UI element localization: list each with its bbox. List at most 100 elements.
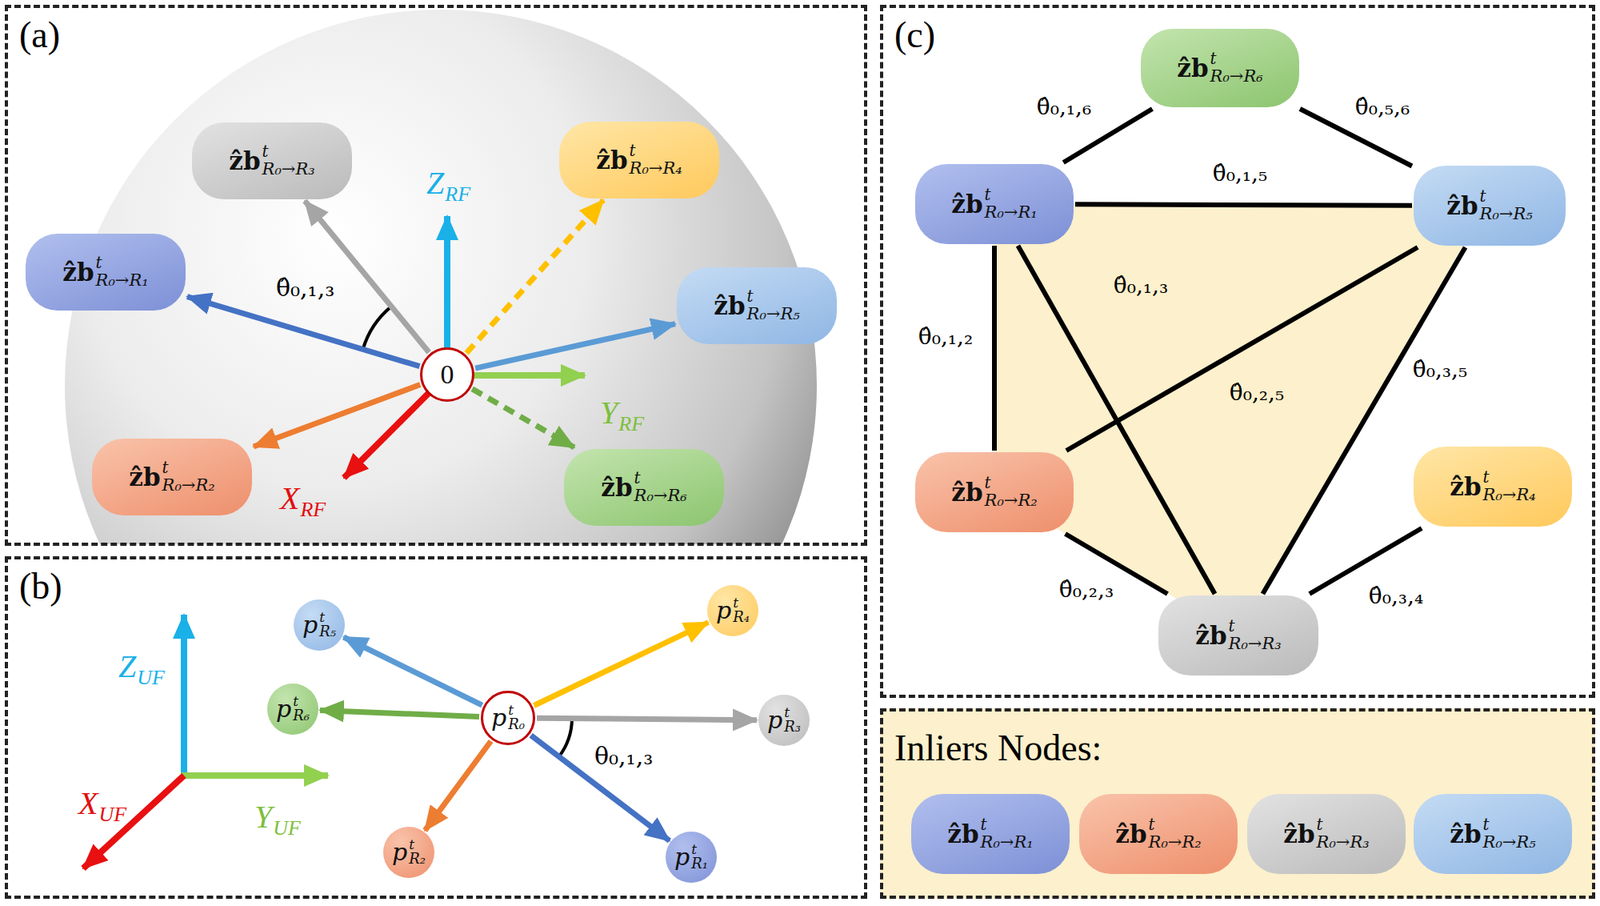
symbol: p <box>716 596 732 624</box>
vector-box: ẑbtR₀→R₂ <box>92 438 252 516</box>
symbol: p <box>767 705 783 734</box>
math-label: ptR₃ <box>767 705 801 736</box>
symbol: ẑb <box>1176 53 1208 83</box>
angle-arc <box>559 718 572 756</box>
direction-arrow <box>472 388 575 448</box>
subscript: R₁ <box>691 856 708 872</box>
math-label: ptR₄ <box>716 596 750 626</box>
edge-label: θ̂₀,₁,₃ <box>1113 272 1168 299</box>
math-label: ẑbtR₀→R₁ <box>62 254 148 289</box>
script-stack: tR₀→R₅ <box>1480 188 1533 223</box>
axis-subscript: UF <box>272 816 301 840</box>
script-stack: tR₄ <box>732 596 750 626</box>
superscript: t <box>784 705 790 720</box>
direction-arrow <box>533 622 708 706</box>
script-stack: tR₀→R₄ <box>629 142 683 177</box>
script-stack: tR₀→R₂ <box>984 474 1038 509</box>
superscript: t <box>96 254 103 272</box>
vector-box: ẑbtR₀→R₃ <box>192 122 352 200</box>
edge-label: θ̂₀,₁,₆ <box>1036 94 1092 120</box>
vector-box: ẑbtR₀→R₂ <box>915 452 1074 532</box>
subscript: R₀→R₂ <box>162 476 216 494</box>
subscript: R₀→R₅ <box>1480 204 1533 223</box>
point-circle: ptR₆ <box>267 683 319 735</box>
subscript: R₀→R₁ <box>96 271 149 289</box>
subscript: R₄ <box>732 609 750 625</box>
superscript: t <box>292 694 299 709</box>
subscript: R₂ <box>408 851 426 867</box>
subscript: R₀→R₆ <box>1210 67 1264 85</box>
vector-box: ẑbtR₀→R₄ <box>559 121 720 199</box>
superscript: t <box>634 469 641 487</box>
script-stack: tR₀→R₆ <box>1210 50 1264 85</box>
script-stack: tR₆ <box>292 694 310 724</box>
z-axis <box>180 614 188 776</box>
math-label: ẑbtR₀→R₅ <box>1449 816 1536 851</box>
script-stack: tR₂ <box>408 837 426 868</box>
script-stack: tR₀→R₅ <box>1483 816 1536 851</box>
math-label: ẑbtR₀→R₂ <box>128 459 215 494</box>
axis-subscript: UF <box>98 802 127 827</box>
axis-subscript: RF <box>300 497 326 522</box>
symbol: ẑb <box>128 462 160 492</box>
math-label: ẑbtR₀→R₄ <box>596 142 682 177</box>
math-label: ptR₆ <box>276 694 310 724</box>
script-stack: tR₀→R₃ <box>1316 816 1370 851</box>
math-label: ptR₅ <box>302 610 336 640</box>
subscript: R₆ <box>292 708 310 724</box>
axis-label: Y <box>600 394 618 432</box>
symbol: ẑb <box>951 189 983 219</box>
direction-arrow <box>466 200 604 353</box>
subscript: R₀→R₄ <box>1483 485 1536 504</box>
math-label: ẑbtR₀→R₂ <box>951 474 1037 509</box>
inlier-region <box>994 204 1487 635</box>
symbol: ẑb <box>947 819 979 848</box>
symbol: ẑb <box>1449 819 1481 848</box>
symbol: ẑb <box>596 145 628 175</box>
math-label: ptR₁ <box>674 842 708 872</box>
vector-box: ẑbtR₀→R₆ <box>564 448 724 526</box>
symbol: p <box>276 694 292 723</box>
superscript: t <box>1483 816 1490 833</box>
script-stack: tR₀→R₆ <box>634 469 688 504</box>
superscript: t <box>408 837 415 852</box>
edge-label: θ̂₀,₅,₆ <box>1355 94 1410 120</box>
script-stack: tR₀→R₅ <box>747 288 800 323</box>
graph-edge <box>1075 204 1412 205</box>
math-label: ẑbtR₀→R₆ <box>600 469 687 504</box>
subscript: R₀→R₃ <box>1316 832 1370 851</box>
script-stack: tR₀→R₂ <box>1148 816 1202 851</box>
edge-label: θ̂₀,₁,₂ <box>918 324 973 350</box>
direction-arrow <box>344 636 483 705</box>
math-label: ẑbtR₀→R₃ <box>228 143 315 178</box>
vector-box: ẑbtR₀→R₂ <box>1079 793 1238 874</box>
subscript: R₀→R₄ <box>629 159 683 177</box>
symbol: ẑb <box>1115 819 1147 848</box>
axis-label: Y <box>254 798 272 836</box>
superscript: t <box>1483 468 1490 486</box>
edge-label: θ̂₀,₂,₅ <box>1229 380 1284 406</box>
superscript: t <box>629 142 636 160</box>
panel: (b)ptR₅ptR₄ptR₆ptR₀ptR₃ptR₂ptR₁ <box>4 556 868 899</box>
edge-label: θ̂₀,₂,₃ <box>1059 576 1114 603</box>
math-label: ẑbtR₀→R₂ <box>1115 816 1201 851</box>
edge-label: θ̂₀,₃,₅ <box>1412 356 1468 383</box>
superscript: t <box>980 816 988 833</box>
direction-arrow <box>536 717 757 720</box>
subscript: R₅ <box>319 624 336 640</box>
axis-subscript: UF <box>136 665 165 690</box>
y-axis <box>180 772 328 779</box>
edge-label: θ̂₀,₁,₅ <box>1212 160 1268 187</box>
direction-arrow <box>475 324 676 369</box>
math-label: ẑbtR₀→R₁ <box>951 186 1037 221</box>
symbol: ẑb <box>1446 191 1478 220</box>
symbol: ẑb <box>62 257 94 287</box>
subscript: R₀→R₃ <box>1228 634 1282 652</box>
script-stack: tR₀→R₁ <box>984 186 1038 221</box>
axis-label: X <box>78 784 98 822</box>
axis-subscript: RF <box>444 182 471 207</box>
vector-box: ẑbtR₀→R₁ <box>915 164 1074 244</box>
math-label: ẑbtR₀→R₃ <box>1283 816 1369 851</box>
point-circle: ptR₅ <box>293 599 345 651</box>
symbol: ẑb <box>713 291 745 320</box>
